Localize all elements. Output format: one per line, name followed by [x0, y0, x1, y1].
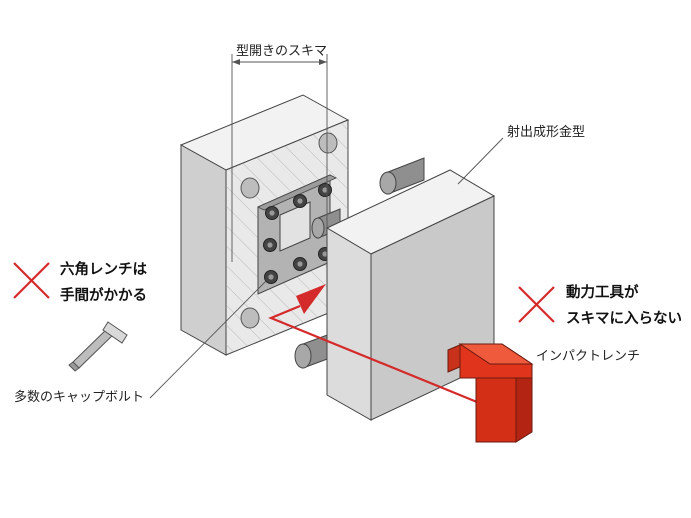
bolt-hole-upper-left: [240, 177, 260, 199]
guide-pin-lower: [294, 333, 331, 369]
right-note-line1: 動力工具が: [566, 285, 639, 301]
leader-injection-mold: [457, 137, 504, 185]
cap-bolts-label: 多数のキャップボルト: [14, 390, 145, 405]
impact-wrench-label: インパクトレンチ: [536, 349, 641, 364]
cavity-insert: [257, 174, 337, 295]
mold-gap-label: 型開きのスキマ: [236, 44, 328, 59]
left-note: 六角レンチは 手間がかかる: [60, 257, 147, 309]
leader-cap-bolts: [149, 280, 267, 399]
back-mold-plate: [179, 94, 350, 356]
back-plate-left-side: [180, 144, 227, 356]
impact-wrench-icon: [447, 343, 534, 443]
cross-mark-left-icon: [13, 262, 50, 299]
left-note-line2: 手間がかかる: [60, 288, 147, 304]
gap-dimension: [231, 54, 328, 262]
front-mold-block: [325, 169, 496, 421]
right-note-line2: スキマに入らない: [566, 311, 682, 327]
injection-mold-label: 射出成形金型: [507, 125, 586, 140]
hex-key-icon: [68, 321, 128, 372]
guide-pin-upper: [379, 157, 425, 195]
insert-top-edge: [257, 174, 337, 211]
cross-mark-right-icon: [518, 286, 555, 323]
bolt-hole-upper-right: [318, 132, 338, 154]
bolt-hole-lower-left: [240, 307, 260, 329]
access-path-indicator: [268, 284, 478, 404]
indicator-arrowhead: [296, 284, 326, 314]
right-note: 動力工具が スキマに入らない: [566, 280, 682, 332]
left-note-line1: 六角レンチは: [60, 262, 147, 278]
front-block-left-face: [326, 227, 372, 421]
